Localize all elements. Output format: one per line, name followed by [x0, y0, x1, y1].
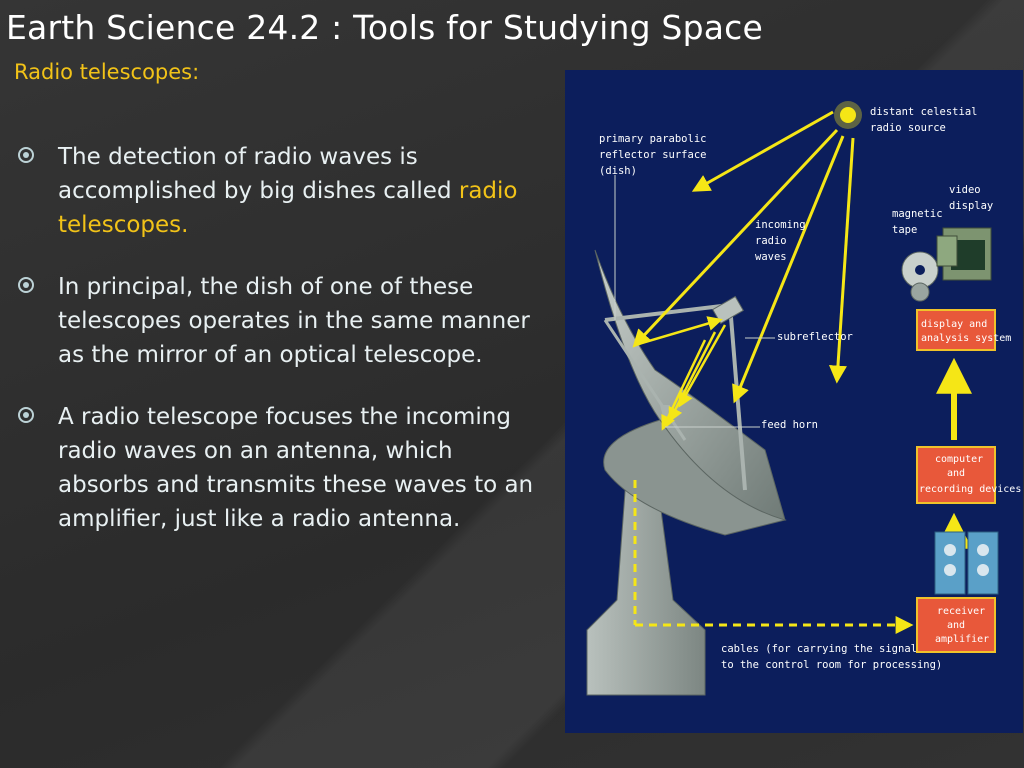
svg-text:(dish): (dish) [599, 165, 637, 177]
label-pointers [614, 175, 775, 428]
radio-telescope-diagram: display and analysis system computer and… [565, 70, 1023, 733]
svg-text:display and: display and [921, 319, 987, 330]
svg-text:radio: radio [755, 235, 787, 247]
bullet-text: In principal, the dish of one of these t… [58, 274, 530, 368]
svg-text:reflector surface: reflector surface [599, 149, 706, 161]
dish-back [603, 419, 787, 536]
svg-text:incoming: incoming [755, 219, 806, 231]
bullet-item: In principal, the dish of one of these t… [18, 270, 538, 372]
bullet-item: A radio telescope focuses the incoming r… [18, 400, 538, 536]
bullet-item: The detection of radio waves is accompli… [18, 140, 538, 242]
svg-text:receiver: receiver [937, 606, 985, 617]
computer-recording-box: computer and recording devices [916, 446, 1021, 504]
svg-text:amplifier: amplifier [935, 634, 989, 645]
signal-path [633, 480, 914, 634]
reflected-waves [634, 316, 727, 431]
bullet-text: A radio telescope focuses the incoming r… [58, 404, 534, 532]
svg-text:tape: tape [892, 224, 917, 236]
svg-text:feed horn: feed horn [761, 419, 818, 431]
svg-text:to the control room for proces: to the control room for processing) [721, 659, 942, 671]
svg-text:recording devices: recording devices [919, 484, 1021, 495]
support-strut [603, 319, 687, 441]
subreflector-shape [712, 295, 744, 325]
slide-subtitle: Radio telescopes: [14, 60, 200, 84]
svg-text:video: video [949, 184, 981, 196]
svg-text:cables (for carrying the signa: cables (for carrying the signal [721, 643, 917, 655]
svg-text:and: and [947, 620, 965, 631]
svg-text:radio source: radio source [870, 122, 946, 134]
svg-text:analysis system: analysis system [921, 333, 1011, 344]
highlight-text: radio telescopes. [58, 178, 518, 238]
bullet-circle-icon [18, 407, 34, 423]
magnetic-tape-icon [901, 251, 939, 302]
receiver-amplifier-box: receiver and amplifier [916, 597, 996, 653]
svg-text:primary parabolic: primary parabolic [599, 133, 706, 145]
svg-text:magnetic: magnetic [892, 208, 943, 220]
bullet-circle-icon [18, 277, 34, 293]
svg-text:computer: computer [935, 454, 983, 465]
bullet-text: The detection of radio waves is accompli… [58, 144, 518, 238]
svg-text:subreflector: subreflector [777, 331, 853, 343]
svg-text:distant celestial: distant celestial [870, 106, 977, 118]
display-analysis-box: display and analysis system [916, 309, 1011, 351]
bullet-circle-icon [18, 147, 34, 163]
incoming-waves [632, 110, 855, 404]
svg-text:waves: waves [755, 251, 787, 263]
svg-text:display: display [949, 200, 993, 212]
celestial-source-icon [834, 101, 862, 129]
video-display-icon [936, 227, 992, 281]
svg-text:and: and [947, 468, 965, 479]
slide-title: Earth Science 24.2 : Tools for Studying … [6, 8, 763, 47]
bullet-list: The detection of radio waves is accompli… [18, 140, 538, 564]
recording-devices-icon [934, 531, 999, 595]
